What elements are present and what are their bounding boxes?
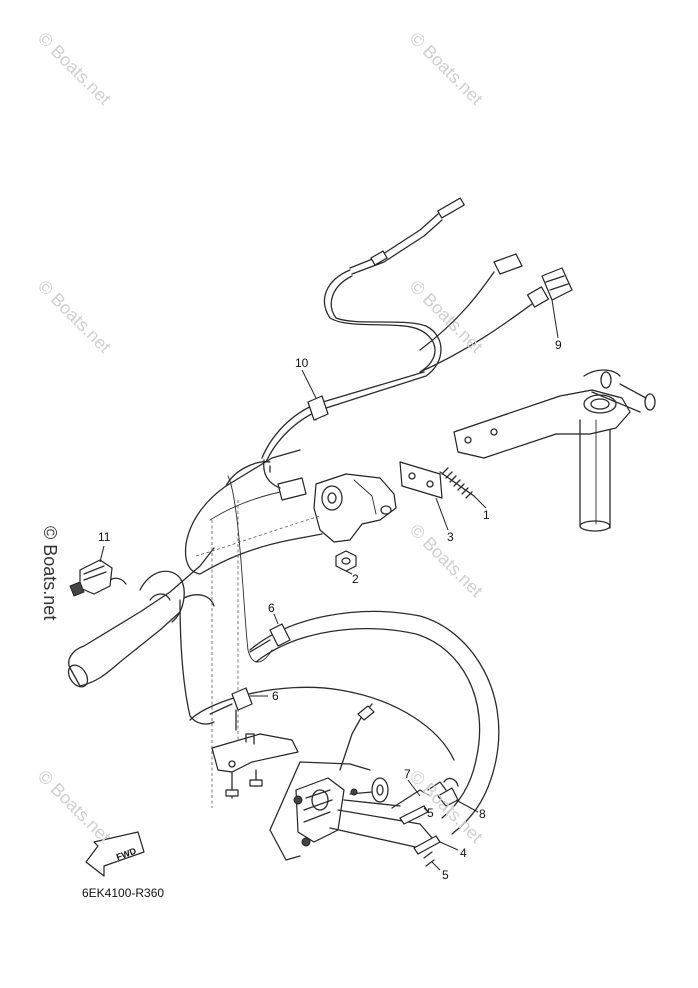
callout-3: 3 xyxy=(447,530,454,544)
callout-8: 8 xyxy=(479,807,486,821)
nut-part-2 xyxy=(335,550,357,572)
diagram-code: 6EK4100-R360 xyxy=(82,886,165,900)
cable-routing xyxy=(195,475,321,808)
wire-harness xyxy=(261,197,573,501)
plate-part-3 xyxy=(399,461,443,499)
callout-1: 1 xyxy=(483,508,490,522)
callout-2: 2 xyxy=(352,572,359,586)
callout-5-upper: 5 xyxy=(427,806,434,820)
steering-arm xyxy=(453,369,656,532)
callout-4: 4 xyxy=(460,846,467,860)
lower-bracket xyxy=(211,733,299,799)
linkage-assembly xyxy=(269,703,459,867)
callout-6-upper: 6 xyxy=(268,601,275,615)
forward-direction-arrow xyxy=(85,831,145,877)
callout-7: 7 xyxy=(404,767,411,781)
spring-part-1 xyxy=(439,467,475,499)
callout-5-lower: 5 xyxy=(442,868,449,882)
callout-leaders xyxy=(99,299,559,871)
callout-11: 11 xyxy=(98,530,111,544)
tiller-handle xyxy=(67,449,323,725)
steering-bracket xyxy=(313,473,397,543)
callout-9: 9 xyxy=(555,338,562,352)
clamp-part-6b xyxy=(209,687,253,731)
clamp-part-6a xyxy=(249,623,291,653)
watermark-dark: © Boats.net xyxy=(40,526,60,621)
callout-6-lower: 6 xyxy=(272,689,279,703)
callout-10: 10 xyxy=(295,356,309,370)
throttle-shift-cables xyxy=(189,610,500,835)
connector-part-9 xyxy=(526,267,573,308)
cap-part-11 xyxy=(69,559,113,597)
